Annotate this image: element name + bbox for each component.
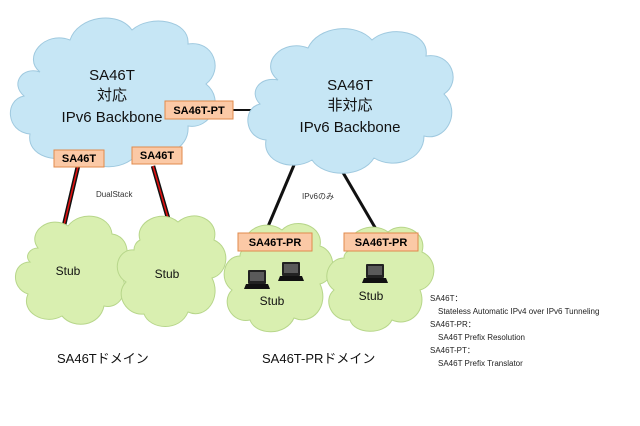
dualstack-label: DualStack <box>96 190 133 199</box>
backbone-non-sa46t-line2: 非対応 <box>327 97 372 114</box>
backbone-cloud-sa46t: SA46T 対応 IPv6 Backbone <box>9 17 216 168</box>
sa46t-pr-box-left: SA46T-PR <box>237 232 313 252</box>
sa46t-pt-box: SA46T-PT <box>164 100 234 120</box>
sa46t-domain-label: SA46Tドメイン <box>57 351 149 366</box>
stub-cloud-2: Stub <box>116 215 227 327</box>
stub-label-3: Stub <box>260 294 285 308</box>
computer-icon <box>278 262 304 281</box>
stub-label-2: Stub <box>155 267 180 281</box>
sa46t-right-label: SA46T <box>140 150 175 162</box>
sa46t-box-right: SA46T <box>131 146 183 165</box>
stub-label-1: Stub <box>56 264 81 278</box>
backbone-cloud-non-sa46t: SA46T 非対応 IPv6 Backbone <box>247 28 454 174</box>
dualstack-link-2 <box>150 165 171 219</box>
backbone-sa46t-line1: SA46T <box>89 67 135 84</box>
backbone-sa46t-line2: 対応 <box>97 87 127 104</box>
stub-cloud-1: Stub <box>15 215 128 325</box>
sa46t-pt-label: SA46T-PT <box>173 105 225 117</box>
sa46t-pr-domain-label: SA46T-PRドメイン <box>262 351 375 366</box>
legend-line-4: SA46T Prefix Resolution <box>438 333 525 342</box>
legend-line-3: SA46T-PR： <box>430 320 476 329</box>
computer-icon <box>362 264 388 283</box>
sa46t-pr-box-right: SA46T-PR <box>343 232 419 252</box>
legend-line-2: Stateless Automatic IPv4 over IPv6 Tunne… <box>438 307 599 316</box>
legend-line-1: SA46T： <box>430 294 462 303</box>
backbone-non-sa46t-line1: SA46T <box>327 77 373 94</box>
sa46t-left-label: SA46T <box>62 153 97 165</box>
sa46t-pr-right-label: SA46T-PR <box>355 237 408 249</box>
backbone-sa46t-line3: IPv6 Backbone <box>62 109 163 126</box>
legend-line-5: SA46T-PT： <box>430 346 475 355</box>
ipv6-link-1 <box>262 164 296 237</box>
ipv6-only-label: IPv6のみ <box>302 192 334 201</box>
legend-line-6: SA46T Prefix Translator <box>438 359 523 368</box>
sa46t-box-left: SA46T <box>53 149 105 168</box>
sa46t-pr-left-label: SA46T-PR <box>249 237 302 249</box>
computer-icon <box>244 270 270 289</box>
stub-label-4: Stub <box>359 289 384 303</box>
legend: SA46T： Stateless Automatic IPv4 over IPv… <box>430 294 599 368</box>
ipv6-link-2 <box>336 163 382 237</box>
backbone-non-sa46t-line3: IPv6 Backbone <box>300 119 401 136</box>
